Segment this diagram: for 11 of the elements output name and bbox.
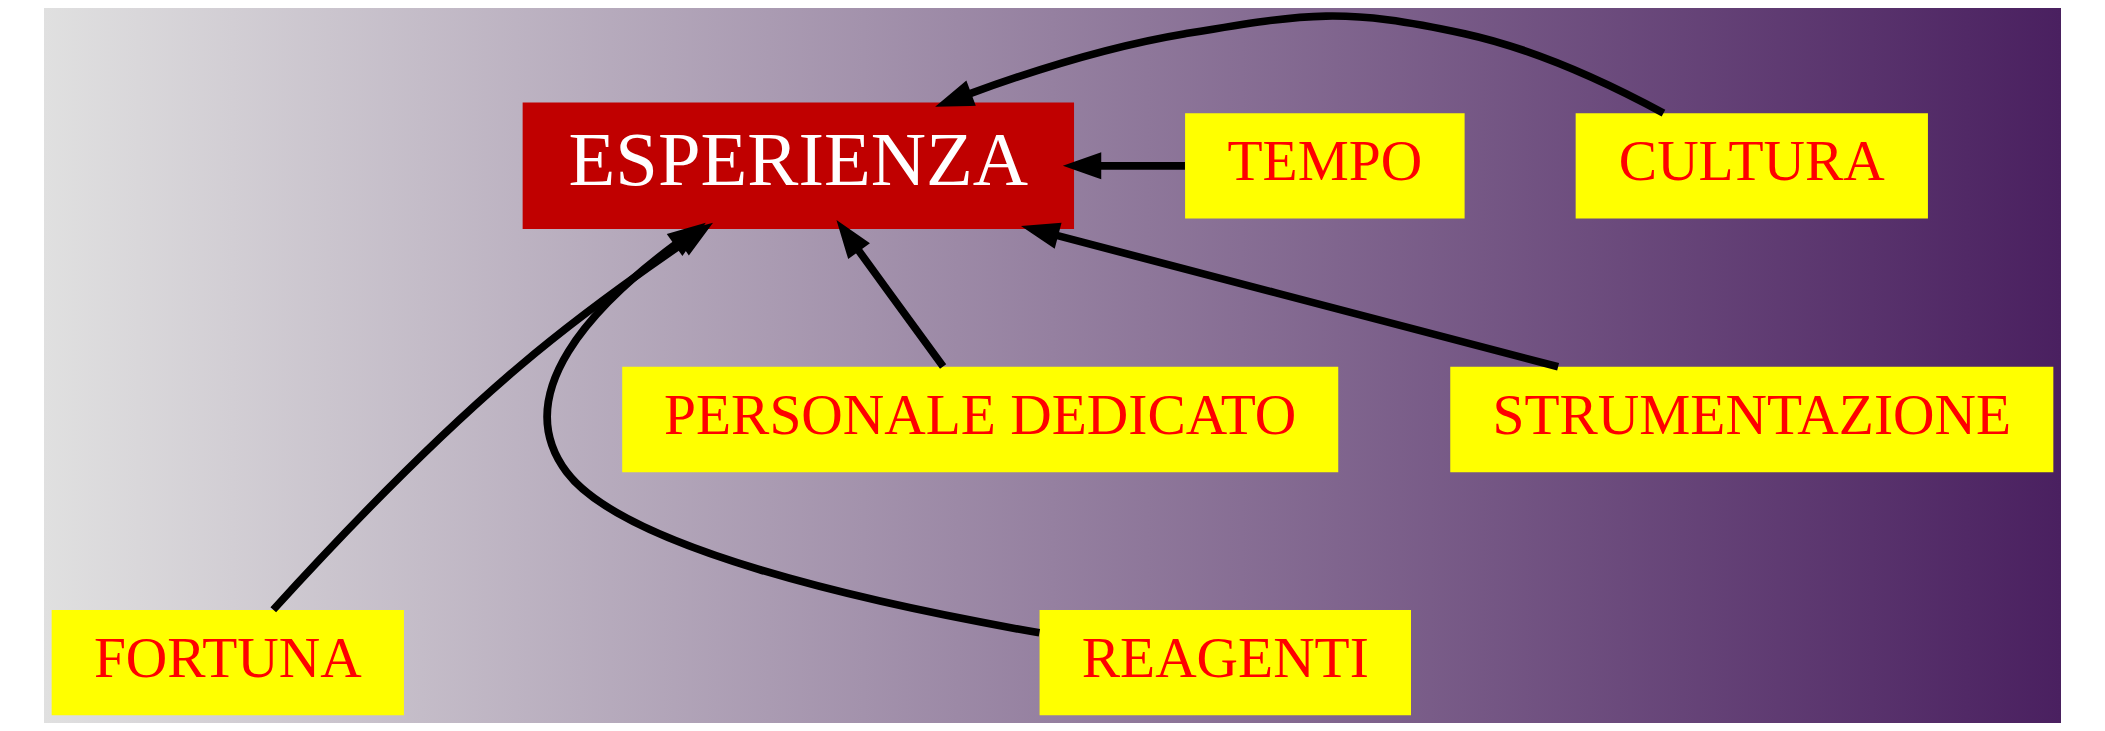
node-box: STRUMENTAZIONE — [1450, 366, 2054, 473]
arrow — [836, 220, 947, 369]
node-box: TEMPO — [1185, 113, 1465, 219]
node-box: CULTURA — [1575, 113, 1928, 219]
node-box: FORTUNA — [51, 610, 404, 716]
arrow — [1020, 222, 1560, 371]
arrow — [935, 12, 1666, 117]
node-box: PERSONALE DEDICATO — [622, 366, 1339, 473]
arrow — [1062, 152, 1185, 180]
node-box: ESPERIENZA — [522, 102, 1075, 229]
node-box: REAGENTI — [1039, 610, 1411, 716]
